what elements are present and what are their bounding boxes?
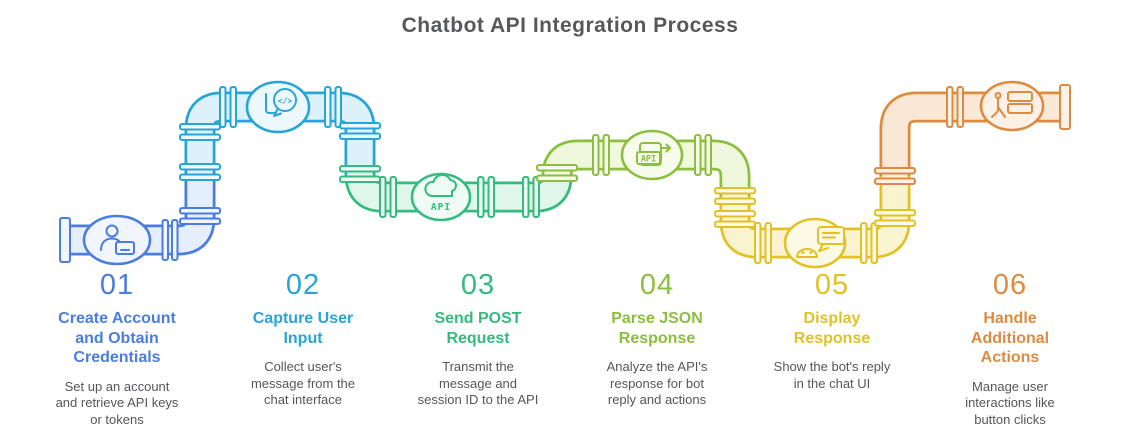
button-click-icon [991,91,1033,118]
step-3-title: Send POST Request [434,310,522,347]
step-3-description: Transmit the message and session ID to t… [417,359,539,408]
step-6-number: 06 [992,269,1028,301]
step-2-title: Capture User Input [252,310,354,347]
step-3-column: 03 Send POST Request Transmit the messag… [393,271,563,409]
code-label: </> [278,97,293,106]
step-1-column: 01 Create Account and Obtain Credentials… [32,271,202,428]
step-1-number: 01 [99,269,135,301]
api-label: API [431,202,451,213]
step-6-title: Handle Additional Actions [970,310,1050,367]
step-4-description: Analyze the API's response for bot reply… [606,359,708,408]
pipe-couplings [59,84,1071,264]
pipe-end-flange-right [1059,84,1071,130]
page-title: Chatbot API Integration Process [401,14,739,37]
api-label: API [641,155,656,165]
step-6-description: Manage user interactions like button cli… [965,378,1055,427]
step-2-number: 02 [285,269,321,301]
step-6-column: 06 Handle Additional Actions Manage user… [925,271,1095,428]
api-document-icon: API [636,142,671,166]
step-1-description: Set up an account and retrieve API keys … [55,378,179,427]
step-5-number: 05 [814,269,850,301]
person-credentials-icon [100,224,135,255]
step-4-column: 04 Parse JSON Response Analyze the API's… [572,271,742,409]
cloud-api-icon: API [424,173,458,213]
node-step-6 [979,80,1045,132]
step-5-title: Display Response [793,310,871,347]
step-3-number: 03 [460,269,496,301]
chat-code-bubble-icon: </> [265,88,297,117]
bot-reply-icon [796,226,845,258]
step-1-title: Create Account and Obtain Credentials [58,310,176,367]
step-2-column: 02 Capture User Input Collect user's mes… [218,271,388,409]
step-5-description: Show the bot's reply in the chat UI [773,359,891,391]
pipe-end-flange-left [59,217,71,263]
step-4-number: 04 [639,269,675,301]
step-5-column: 05 Display Response Show the bot's reply… [747,271,917,392]
step-2-description: Collect user's message from the chat int… [250,359,356,408]
step-4-title: Parse JSON Response [611,310,703,347]
